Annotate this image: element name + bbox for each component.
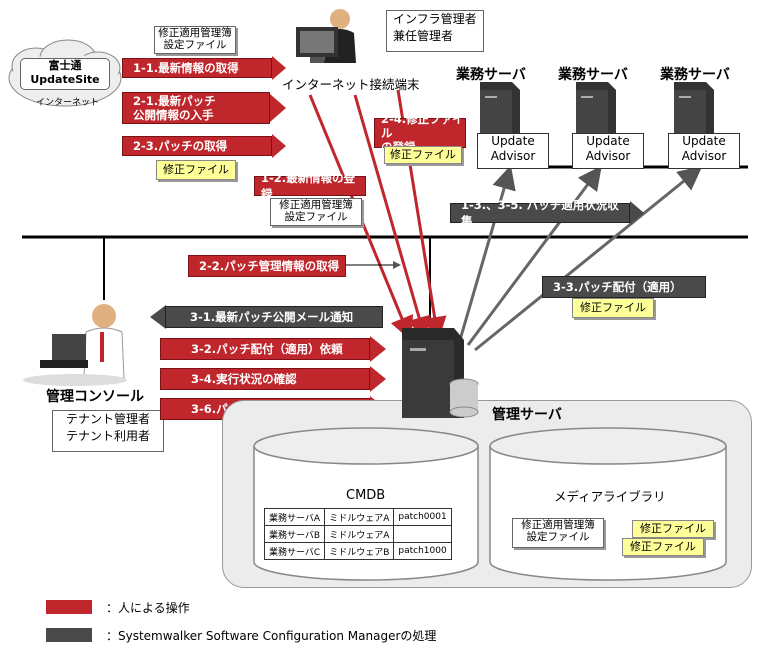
legend-label-gray: ：Systemwalker Software Configuration Man… bbox=[106, 629, 437, 643]
cmdb-title: CMDB bbox=[346, 488, 386, 503]
step-2-2: 2-2.パッチ管理情報の取得 bbox=[188, 255, 346, 277]
media-fix-note-2: 修正ファイル bbox=[622, 538, 704, 556]
media-library-title: メディアライブラリ bbox=[554, 489, 666, 504]
step-3-2: 3-2.パッチ配付（適用）依頼 bbox=[160, 338, 370, 360]
cell: patch0001 bbox=[393, 508, 452, 526]
step-3-3: 3-3.パッチ配付（適用） bbox=[542, 276, 706, 298]
legend-label-red: ：人による操作 bbox=[106, 601, 190, 615]
internet-terminal-person bbox=[290, 5, 380, 67]
update-advisor-2: Update Advisor bbox=[572, 133, 644, 169]
step-2-4: 2-4.修正ファイル の登録 bbox=[374, 112, 466, 154]
step-2-1: 2-1.最新パッチ 公開情報の入手 bbox=[122, 92, 270, 124]
cell: 業務サーバC bbox=[263, 542, 326, 560]
legend-swatch-red bbox=[46, 600, 92, 614]
step-3-4: 3-4.実行状況の確認 bbox=[160, 368, 370, 390]
cell: ミドルウェアA bbox=[324, 525, 395, 543]
cell: patch1000 bbox=[393, 542, 452, 560]
mgmt-server-icon bbox=[402, 328, 479, 418]
business-server-label-2: 業務サーバ bbox=[558, 67, 628, 83]
cell: ミドルウェアB bbox=[324, 542, 395, 560]
console-person-icon bbox=[23, 304, 127, 386]
mgmt-server-label: 管理サーバ bbox=[492, 407, 562, 423]
media-fix-note-1: 修正ファイル bbox=[632, 520, 714, 538]
fix-file-note-3-3: 修正ファイル bbox=[572, 298, 654, 318]
infra-admin-box: インフラ管理者 兼任管理者 bbox=[386, 10, 484, 52]
cell bbox=[393, 525, 452, 543]
config-note-1-2: 修正適用管理簿 設定ファイル bbox=[270, 198, 362, 226]
update-site-cloud: 富士通 UpdateSite インターネット bbox=[6, 38, 124, 110]
console-label: 管理コンソール bbox=[46, 389, 144, 405]
step-1-1: 1-1.最新情報の取得 bbox=[122, 58, 272, 78]
fix-file-note-2-3: 修正ファイル bbox=[156, 160, 236, 180]
step-1-3-3-5: 1-3.、3-5. パッチ適用状況収集 bbox=[450, 198, 630, 228]
console-roles: テナント管理者 テナント利用者 bbox=[52, 410, 164, 452]
media-config-note: 修正適用管理簿 設定ファイル bbox=[512, 518, 604, 548]
internet-label: インターネット bbox=[36, 98, 100, 108]
business-server-label-1: 業務サーバ bbox=[456, 67, 526, 83]
legend-swatch-gray bbox=[46, 628, 92, 642]
config-note-top: 修正適用管理簿 設定ファイル bbox=[154, 26, 236, 54]
cell: 業務サーバB bbox=[263, 525, 326, 543]
update-site-label: 富士通 UpdateSite bbox=[20, 58, 110, 90]
internet-terminal-label: インターネット接続端末 bbox=[282, 77, 420, 92]
step-1-2: 1-2.最新情報の登録 bbox=[254, 171, 366, 201]
business-server-label-3: 業務サーバ bbox=[660, 67, 730, 83]
step-2-3: 2-3.パッチの取得 bbox=[122, 136, 272, 156]
fix-file-note-2-4: 修正ファイル bbox=[384, 146, 462, 164]
cell: ミドルウェアA bbox=[324, 508, 395, 526]
cell: 業務サーバA bbox=[263, 508, 326, 526]
update-advisor-3: Update Advisor bbox=[668, 133, 740, 169]
update-advisor-1: Update Advisor bbox=[477, 133, 549, 169]
step-3-1: 3-1.最新パッチ公開メール通知 bbox=[165, 306, 383, 328]
